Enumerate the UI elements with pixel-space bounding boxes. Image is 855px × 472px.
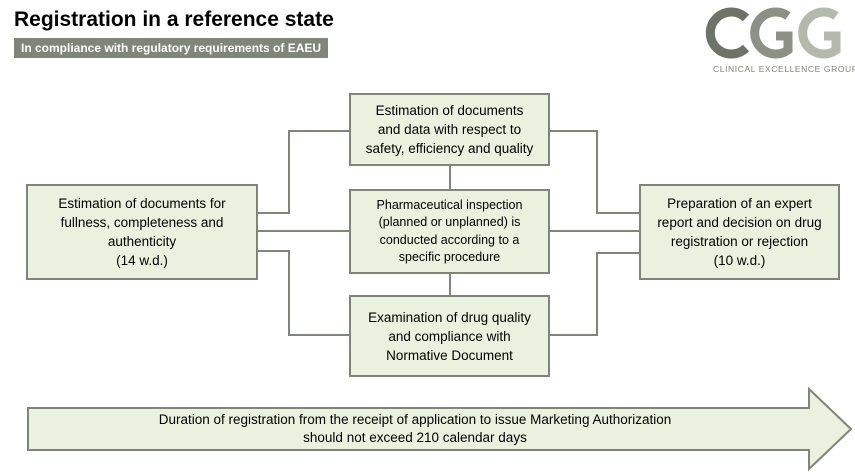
box-safety-efficiency-estimation: Estimation of documents and data with re… [349,93,550,166]
duration-arrow-text: Duration of registration from the receip… [158,412,672,445]
connector-left-bottom [258,250,350,336]
box-safety-efficiency-estimation-text: Estimation of documents and data with re… [365,103,534,156]
box-quality-examination-text: Examination of drug quality and complian… [368,309,531,363]
box-initial-estimation: Estimation of documents for fullness, co… [26,184,258,280]
duration-arrow-shape [27,386,853,472]
box-pharmaceutical-inspection-text: Pharmaceutical inspection (planned or un… [376,197,523,265]
box-initial-estimation-text: Estimation of documents for fullness, co… [58,196,226,268]
box-quality-examination: Examination of drug quality and complian… [349,295,550,377]
connector-left-top [258,130,350,214]
ceg-logo: CLINICAL EXCELLENCE GROUP [704,6,855,74]
logo-caption: CLINICAL EXCELLENCE GROUP [713,64,855,74]
box-expert-report-text: Preparation of an expert report and deci… [657,196,822,268]
box-pharmaceutical-inspection: Pharmaceutical inspection (planned or un… [349,189,550,274]
page-subtitle-badge: In compliance with regulatory requiremen… [14,38,329,58]
box-expert-report: Preparation of an expert report and deci… [639,184,840,280]
ceg-logo-icon [705,7,841,59]
connector-top-right [549,130,640,214]
connector-bottom-right [549,252,640,336]
page-title: Registration in a reference state [14,8,334,31]
